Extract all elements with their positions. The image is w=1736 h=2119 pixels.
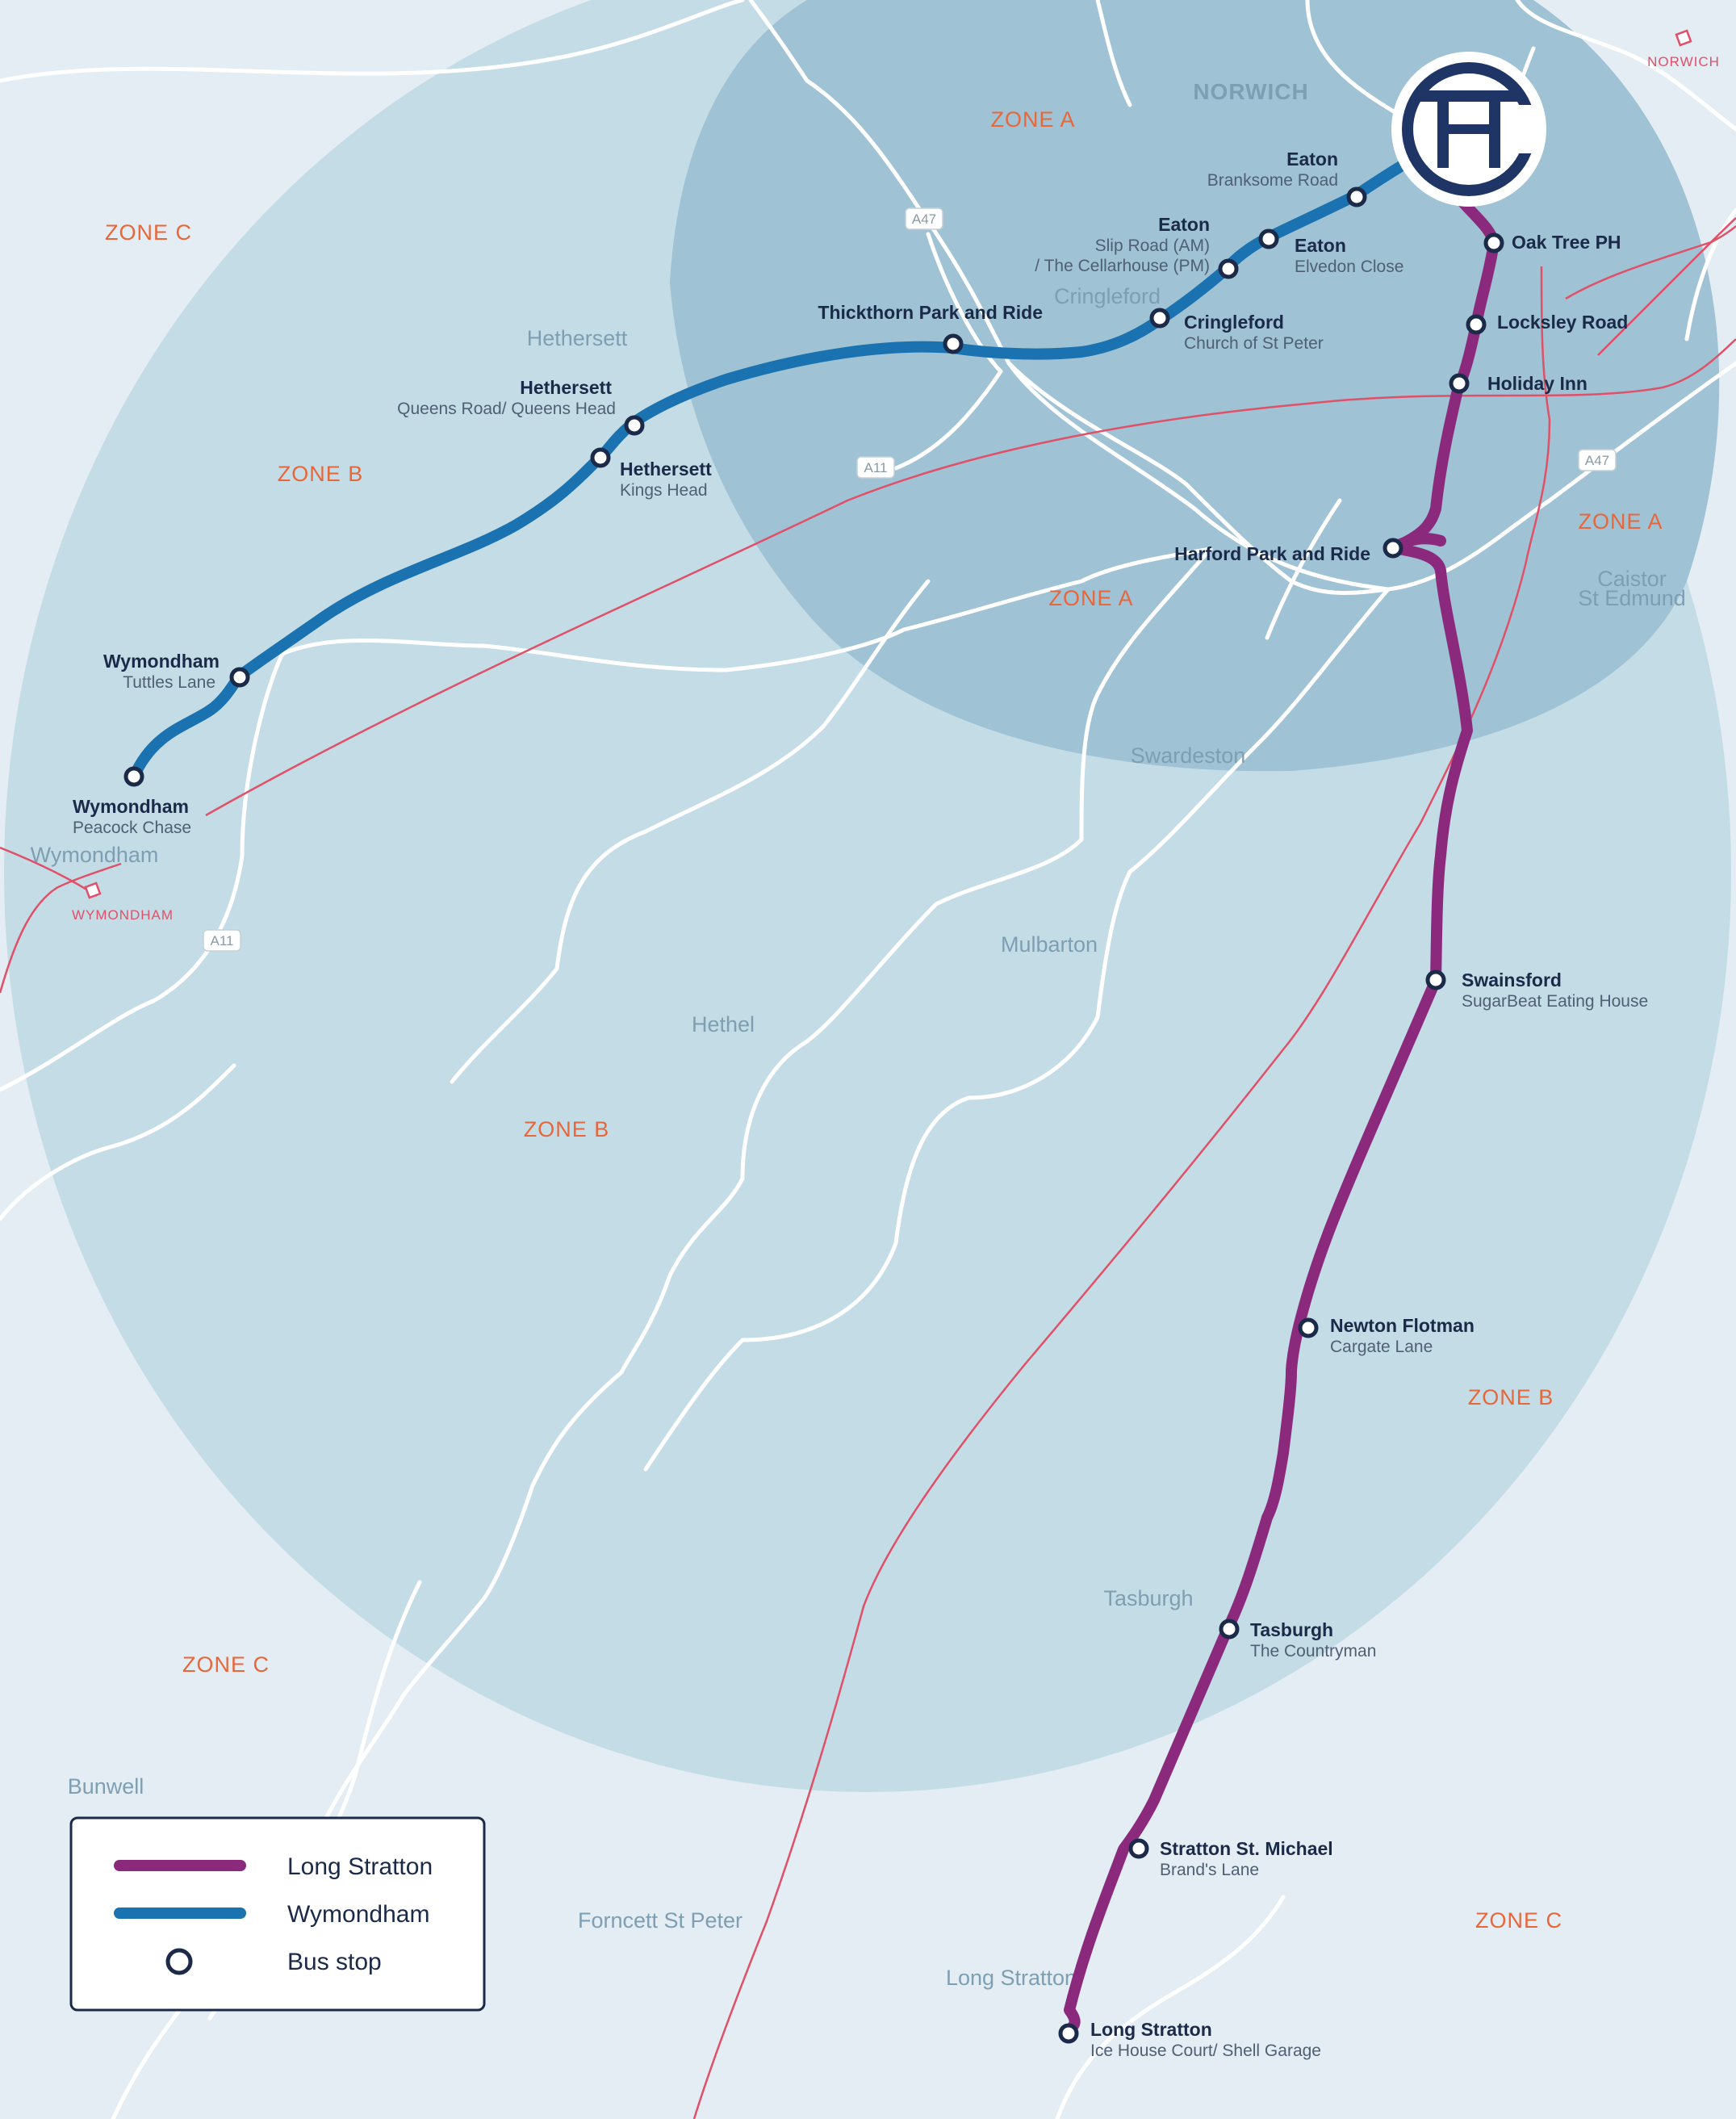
stop-subtitle: Church of St Peter [1184, 334, 1324, 353]
stop-name: Hethersett [520, 377, 612, 398]
legend-swatch-bus-stop [165, 1948, 193, 1975]
stop-subtitle: Kings Head [620, 481, 708, 500]
stop-name: Newton Flotman [1330, 1315, 1475, 1336]
stop-subtitle: Brand's Lane [1160, 1861, 1259, 1879]
stop-marker[interactable] [1483, 232, 1504, 253]
wymondham-route-line [128, 126, 1468, 782]
stop-marker[interactable] [1149, 308, 1170, 329]
stop-marker[interactable] [1258, 228, 1279, 249]
stop-name: Eaton [1286, 149, 1338, 170]
stop-name: Thickthorn Park and Ride [818, 302, 1043, 323]
place-label-hethersett: Hethersett [527, 326, 628, 350]
place-label-swardeston: Swardeston [1131, 743, 1246, 768]
place-label-bunwell: Bunwell [68, 1774, 144, 1799]
legend: Long Stratton Wymondham Bus stop [69, 1816, 486, 2012]
stop-subtitle: Elvedon Close [1295, 258, 1403, 276]
legend-label-bus-stop: Bus stop [287, 1949, 382, 1975]
stop-marker[interactable] [1218, 258, 1239, 279]
stop-name: Cringleford [1184, 312, 1284, 333]
stop-subtitle: / The Cellarhouse (PM) [1035, 257, 1210, 275]
road-shield-a11-north: A11 [856, 456, 895, 479]
stop-marker[interactable] [1128, 1838, 1149, 1859]
place-label-long-stratton: Long Stratton [946, 1966, 1077, 1990]
rail-station-wymondham [84, 882, 102, 899]
stop-marker[interactable] [1449, 373, 1470, 394]
rail-station-norwich [1675, 29, 1692, 47]
stop-marker[interactable] [1466, 314, 1487, 335]
place-label-hethel: Hethel [692, 1012, 755, 1036]
stop-marker[interactable] [1298, 1317, 1319, 1338]
stop-marker[interactable] [123, 766, 144, 787]
zone-label: ZONE A [990, 107, 1075, 132]
stop-name: Oak Tree PH [1512, 232, 1621, 253]
zone-label: ZONE A [1578, 509, 1663, 534]
stop-subtitle: Queens Road/ Queens Head [397, 400, 616, 418]
svg-text:A47: A47 [1585, 453, 1609, 468]
stop-marker[interactable] [1346, 186, 1367, 207]
zone-label: ZONE C [105, 220, 192, 245]
stop-name: Eaton [1295, 235, 1346, 256]
stop-subtitle: The Countryman [1250, 1642, 1376, 1660]
place-label-wymondham: Wymondham [31, 843, 159, 867]
stop-name: Wymondham [103, 651, 220, 672]
stop-marker[interactable] [1383, 538, 1403, 559]
legend-label-wymondham: Wymondham [287, 1901, 429, 1928]
stop-marker[interactable] [1219, 1619, 1240, 1640]
stop-name: Hethersett [620, 459, 712, 479]
svg-text:A11: A11 [211, 933, 234, 949]
zone-label: ZONE A [1048, 586, 1133, 610]
zone-label: ZONE B [524, 1117, 610, 1141]
rail-station-label: WYMONDHAM [72, 907, 174, 923]
stop-marker[interactable] [1425, 969, 1446, 990]
place-label-norwich: NORWICH [1193, 79, 1308, 104]
zone-label: ZONE C [182, 1652, 270, 1677]
stop-subtitle: Ice House Court/ Shell Garage [1090, 2042, 1321, 2060]
zone-label: ZONE B [1468, 1385, 1554, 1409]
stop-marker[interactable] [943, 333, 964, 354]
road-shield-a47-west: A47 [905, 207, 943, 230]
svg-text:A47: A47 [912, 211, 936, 227]
legend-label-long-stratton: Long Stratton [287, 1853, 433, 1880]
place-label-caistor: Caistor [1597, 567, 1667, 591]
road-shield-a11-south: A11 [203, 929, 241, 952]
stop-marker[interactable] [229, 667, 250, 688]
place-label-mulbarton: Mulbarton [1001, 932, 1098, 957]
stop-marker[interactable] [624, 415, 645, 436]
zone-label: ZONE C [1475, 1908, 1562, 1933]
operator-logo [1391, 52, 1546, 207]
stop-subtitle: SugarBeat Eating House [1462, 992, 1648, 1011]
stop-name: Eaton [1158, 214, 1210, 235]
stop-name: Locksley Road [1497, 312, 1628, 333]
place-label-forncett: Forncett St Peter [578, 1908, 743, 1933]
stop-marker[interactable] [590, 447, 611, 468]
stop-subtitle: Peacock Chase [73, 819, 191, 837]
stop-subtitle: Tuttles Lane [123, 673, 215, 692]
place-label-caistor: St Edmund [1578, 586, 1686, 610]
stop-name: Long Stratton [1090, 2019, 1212, 2040]
stop-name: Holiday Inn [1487, 373, 1587, 394]
stop-name: Stratton St. Michael [1160, 1838, 1333, 1859]
road-shield-a47-east: A47 [1578, 449, 1617, 471]
stop-name: Wymondham [73, 796, 189, 817]
stop-subtitle: Cargate Lane [1330, 1338, 1433, 1356]
stop-name: Swainsford [1462, 969, 1562, 990]
stop-name: Harford Park and Ride [1174, 543, 1370, 564]
svg-text:A11: A11 [864, 460, 888, 475]
stop-marker[interactable] [1058, 2023, 1079, 2044]
rail-station-label: NORWICH [1647, 54, 1720, 69]
place-label-cringleford: Cringleford [1054, 284, 1161, 308]
stop-name: Tasburgh [1250, 1619, 1333, 1640]
zone-label: ZONE B [278, 462, 364, 486]
stop-subtitle: Slip Road (AM) [1095, 237, 1210, 255]
stop-subtitle: Branksome Road [1207, 171, 1338, 190]
place-label-tasburgh: Tasburgh [1103, 1586, 1193, 1610]
